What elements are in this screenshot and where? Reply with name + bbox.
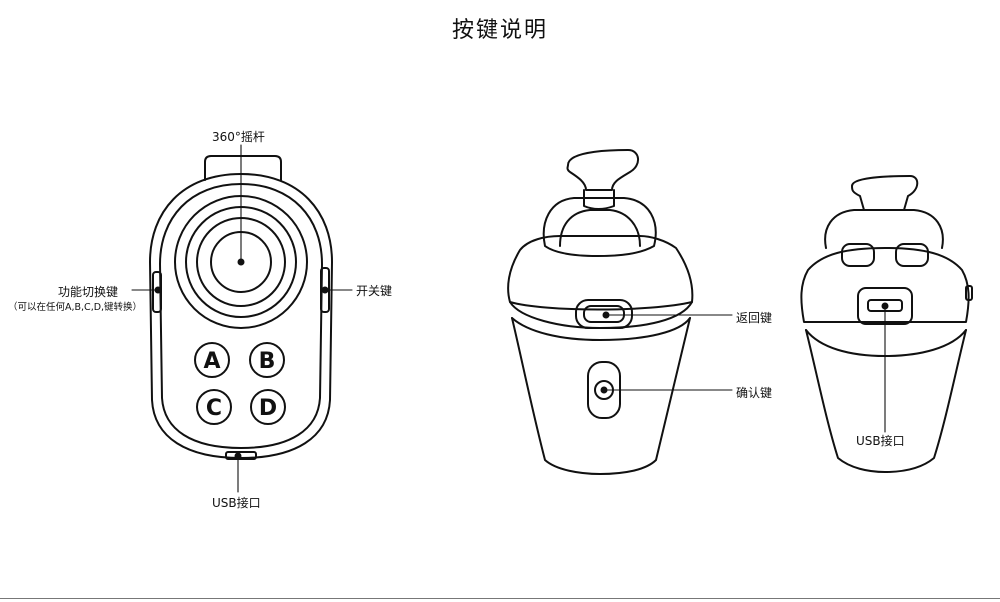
function-switch-note: （可以在任何A,B,C,D,键转换） (8, 302, 143, 313)
function-switch-label: 功能切换键 (58, 285, 119, 299)
bottom-divider (0, 598, 1000, 599)
controller-side (507, 149, 694, 475)
a-button (194, 342, 230, 378)
confirm-button-label: 确认键 (736, 386, 773, 400)
front-usb-label: USB接口 (212, 496, 261, 510)
power-button-label: 开关键 (356, 284, 393, 298)
back-usb-label: USB接口 (856, 434, 905, 448)
back-button-label: 返回键 (736, 311, 773, 325)
d-button (250, 389, 286, 425)
joystick-label: 360°摇杆 (212, 130, 265, 144)
c-button (196, 389, 232, 425)
controller-back (800, 175, 973, 473)
b-button (249, 342, 285, 378)
page-title: 按键说明 (451, 18, 548, 43)
